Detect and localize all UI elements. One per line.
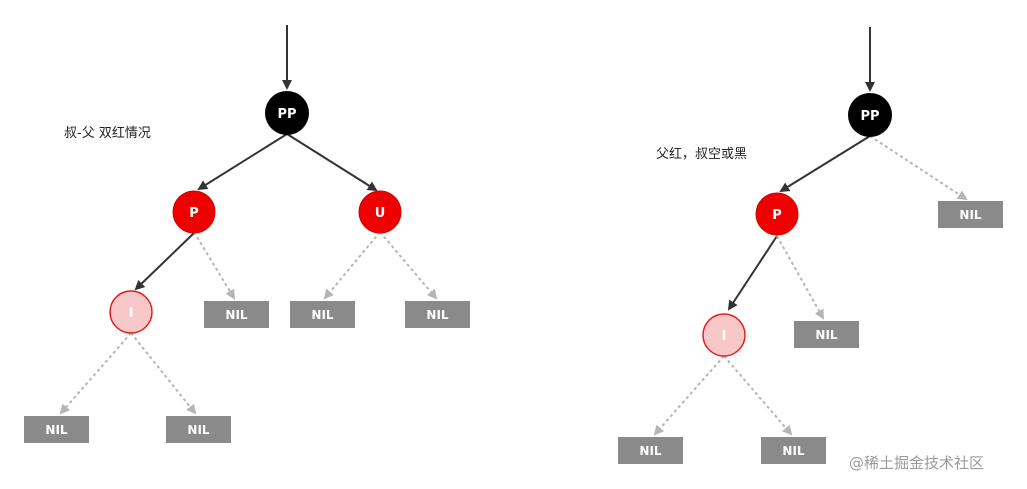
node-p-label: P bbox=[772, 208, 782, 223]
node-pp: PP bbox=[848, 93, 892, 137]
node-pp-label: PP bbox=[277, 107, 296, 122]
node-pp: PP bbox=[265, 91, 309, 135]
edge-p-nil bbox=[776, 235, 824, 320]
nil-box: NIL bbox=[204, 301, 269, 328]
edge-pp-u bbox=[286, 133, 378, 192]
nil-label: NIL bbox=[311, 308, 334, 322]
nil-label: NIL bbox=[782, 444, 805, 458]
edge-p-i bbox=[134, 232, 195, 291]
edge-i-nil-left bbox=[59, 332, 132, 415]
nil-label: NIL bbox=[45, 423, 68, 437]
node-i: I bbox=[109, 290, 153, 334]
right-caption: 父红，叔空或黑 bbox=[656, 146, 747, 162]
edge-u-nil-left bbox=[323, 231, 381, 300]
nil-box: NIL bbox=[618, 437, 683, 464]
node-p: P bbox=[755, 192, 799, 236]
edge-pp-nil bbox=[869, 135, 968, 201]
node-pp-label: PP bbox=[860, 109, 879, 124]
edge-pp-p bbox=[779, 135, 871, 193]
right-diagram: PP P I NIL NIL NIL NIL 父红，叔空或黑 bbox=[618, 27, 1003, 464]
nil-label: NIL bbox=[426, 308, 449, 322]
nil-box: NIL bbox=[938, 201, 1003, 228]
edge-u-nil-right bbox=[379, 231, 438, 300]
edge-p-i bbox=[727, 235, 778, 311]
watermark: @稀土掘金技术社区 bbox=[849, 454, 984, 472]
left-caption: 叔-父 双红情况 bbox=[64, 125, 151, 141]
nil-label: NIL bbox=[959, 208, 982, 222]
node-i: I bbox=[702, 313, 746, 357]
node-p-label: P bbox=[189, 206, 199, 221]
nil-label: NIL bbox=[639, 444, 662, 458]
edge-i-nil-right bbox=[723, 355, 793, 436]
node-i-label: I bbox=[129, 306, 134, 321]
left-diagram: PP P U I NIL NIL NIL NIL bbox=[24, 25, 470, 443]
edge-pp-p bbox=[197, 133, 288, 191]
edge-i-nil-left bbox=[653, 355, 725, 436]
nil-box: NIL bbox=[794, 321, 859, 348]
node-u-label: U bbox=[375, 206, 386, 221]
edge-i-nil-right bbox=[130, 332, 197, 415]
edge-p-nil bbox=[193, 231, 236, 300]
nil-label: NIL bbox=[225, 308, 248, 322]
nil-box: NIL bbox=[405, 301, 470, 328]
nil-box: NIL bbox=[290, 301, 355, 328]
nil-label: NIL bbox=[815, 328, 838, 342]
node-p: P bbox=[172, 190, 216, 234]
nil-box: NIL bbox=[761, 437, 826, 464]
node-u: U bbox=[358, 190, 402, 234]
nil-box: NIL bbox=[166, 416, 231, 443]
node-i-label: I bbox=[722, 329, 727, 344]
nil-label: NIL bbox=[187, 423, 210, 437]
nil-box: NIL bbox=[24, 416, 89, 443]
